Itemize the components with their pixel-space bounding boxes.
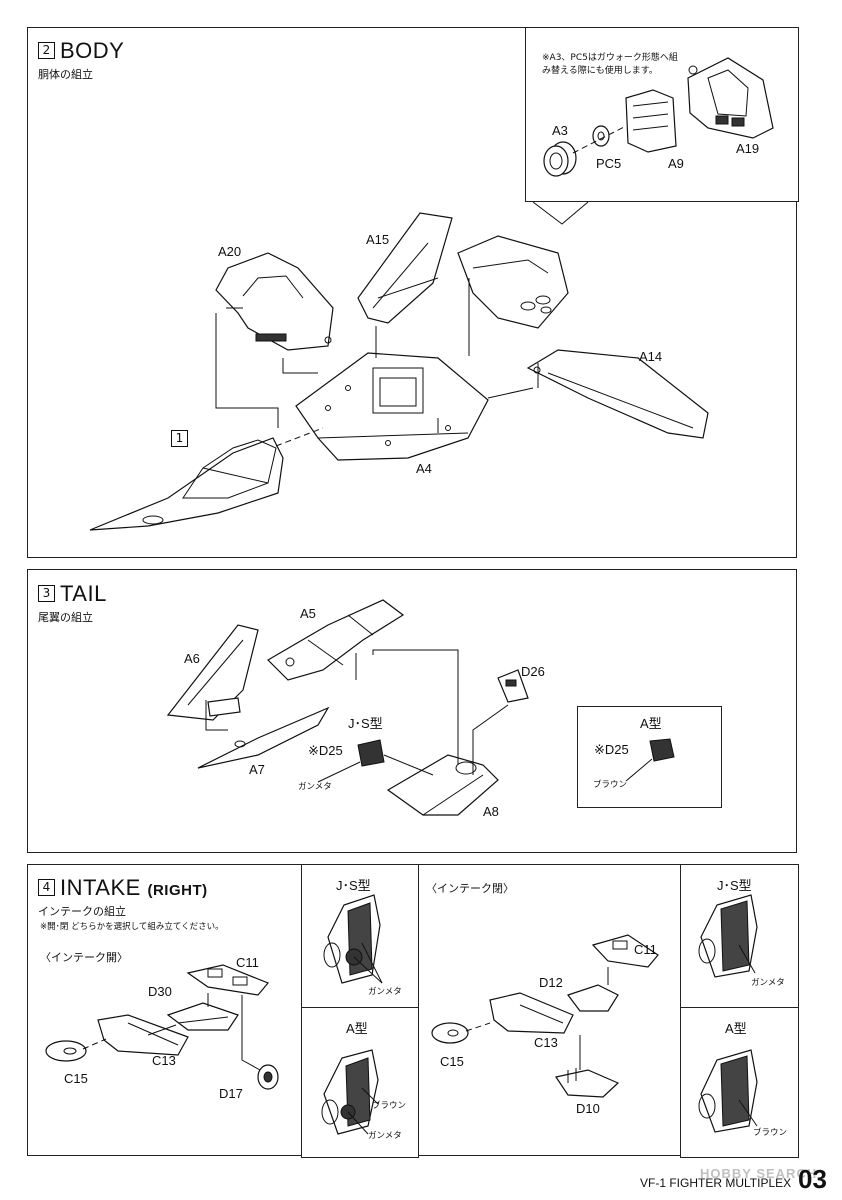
open-c15-shape	[45, 1040, 87, 1062]
ref-step-box: 1	[171, 430, 188, 447]
closed-a-type-box: A型 ブラウン	[680, 1007, 799, 1158]
open-variant-label: 〈インテーク開〉	[40, 951, 128, 964]
gunmetal-label-3: ガンメタ	[751, 978, 785, 988]
step-title: TAIL	[60, 581, 107, 606]
page-number: 03	[798, 1164, 827, 1194]
a-type-box: A型 ※D25 ブラウン	[577, 706, 722, 808]
open-label-d17: D17	[219, 1086, 243, 1101]
step-title: INTAKE (RIGHT)	[60, 875, 208, 901]
d25-a-shape	[625, 738, 675, 782]
label-a7: A7	[249, 762, 265, 777]
body-diagram	[89, 57, 774, 531]
intake-js-closed-shape	[698, 894, 758, 978]
intake-js-shape	[323, 894, 383, 984]
js-type-label: J･S型	[348, 716, 383, 731]
closed-variant-label: 〈インテーク閉〉	[426, 882, 514, 895]
brown-label-2: ブラウン	[753, 1128, 788, 1138]
closed-label-d12: D12	[539, 975, 563, 990]
body-step-panel: 2 BODY 胴体の組立 ※A3、PC5はガウォーク形態へ組み替える際にも使用し…	[27, 27, 799, 558]
tail-step-panel: 3 TAIL 尾翼の組立 A型 ※D25 ブラウン	[27, 569, 797, 853]
label-a9: A9	[668, 156, 684, 171]
part-a15-shape	[357, 212, 453, 324]
a-type-label: A型	[640, 716, 662, 731]
label-d25-a: ※D25	[594, 742, 629, 757]
closed-label-d10: D10	[576, 1101, 600, 1116]
brown-label: ブラウン	[593, 780, 628, 790]
a-type-label-2: A型	[725, 1021, 747, 1036]
part-d25-js-shape	[357, 739, 385, 767]
closed-c13-shape	[489, 992, 574, 1034]
open-c13-shape	[97, 1014, 189, 1056]
intake-a-closed-shape	[698, 1049, 758, 1133]
closed-js-type-box: J･S型 ガンメタ	[680, 864, 799, 1008]
part-a5-shape	[267, 599, 405, 681]
part-a7-shape	[197, 706, 330, 769]
detail-note: ※A3、PC5はガウォーク形態へ組み替える際にも使用します。	[542, 53, 678, 76]
label-a14: A14	[639, 349, 663, 364]
part-a20-shape	[215, 252, 334, 351]
part-a8-shape	[386, 754, 499, 816]
step-number: 4	[38, 879, 55, 896]
open-label-c13: C13	[152, 1053, 176, 1068]
open-d30-shape	[166, 1002, 239, 1031]
part-a3-shape	[543, 141, 577, 177]
closed-c15-shape	[431, 1022, 469, 1044]
step-number: 3	[38, 585, 55, 602]
open-c11-shape	[186, 964, 269, 996]
step-subtitle: 胴体の組立	[38, 68, 93, 81]
js-type-label: J･S型	[336, 878, 371, 893]
closed-label-c15: C15	[440, 1054, 464, 1069]
part-nose-shape	[89, 437, 284, 531]
closed-label-c11: C11	[634, 942, 657, 957]
part-a19-shape	[687, 57, 774, 139]
open-label-c11: C11	[236, 955, 259, 970]
step-subtitle: インテークの組立	[38, 905, 126, 918]
part-a4-shape	[295, 352, 489, 461]
step-subtitle: 尾翼の組立	[38, 611, 93, 624]
open-js-type-box: J･S型 ガンメタ	[301, 864, 419, 1008]
step-note: ※開･閉 どちらかを選択して組み立てください。	[40, 922, 224, 932]
a-type-label: A型	[346, 1021, 368, 1036]
part-a6-shape	[166, 624, 259, 721]
brown-label: ブラウン	[372, 1101, 407, 1111]
part-pc5-shape	[592, 125, 610, 147]
label-d26: D26	[521, 664, 545, 679]
footer-product-name: VF-1 FIGHTER MULTIPLEX	[640, 1176, 792, 1190]
label-pc5: PC5	[596, 156, 622, 171]
step-number: 2	[38, 42, 55, 59]
part-a9-shape	[625, 89, 677, 153]
intake-a-open-shape	[321, 1049, 379, 1135]
open-a-type-box: A型 ブラウン ガンメタ	[301, 1007, 419, 1158]
label-a8: A8	[483, 804, 499, 819]
part-d26-shape	[497, 669, 529, 703]
step-title: BODY	[60, 38, 125, 63]
step-title-suffix: (RIGHT)	[147, 882, 208, 899]
label-a4: A4	[416, 461, 432, 476]
label-a5: A5	[300, 606, 316, 621]
label-a3: A3	[552, 123, 568, 138]
gunmetal-label-2: ガンメタ	[368, 1131, 402, 1141]
gunmetal-label: ガンメタ	[298, 782, 332, 792]
tail-diagram	[166, 599, 529, 816]
intake-diagram	[45, 934, 659, 1098]
label-a19: A19	[736, 141, 760, 156]
closed-d12-shape	[567, 984, 619, 1012]
part-a14-shape	[526, 349, 709, 439]
js-type-label-2: J･S型	[717, 878, 752, 893]
label-a20: A20	[218, 244, 242, 259]
hobby-search-watermark: HOBBY SEARCH	[700, 1166, 818, 1181]
label-a6: A6	[184, 651, 200, 666]
open-d17-shape	[257, 1064, 279, 1090]
closed-c11-shape	[591, 934, 659, 968]
closed-d10-shape	[555, 1068, 620, 1098]
label-a15: A15	[366, 232, 390, 247]
intake-step-panel: 4 INTAKE (RIGHT) インテークの組立 ※開･閉 どちらかを選択して…	[27, 864, 799, 1158]
closed-label-c13: C13	[534, 1035, 558, 1050]
open-label-c15: C15	[64, 1071, 88, 1086]
part-cockpit-upper-shape	[457, 235, 569, 329]
gunmetal-label: ガンメタ	[368, 987, 402, 997]
label-d25: ※D25	[308, 743, 343, 758]
open-label-d30: D30	[148, 984, 172, 999]
step-title-main: INTAKE	[60, 875, 141, 900]
